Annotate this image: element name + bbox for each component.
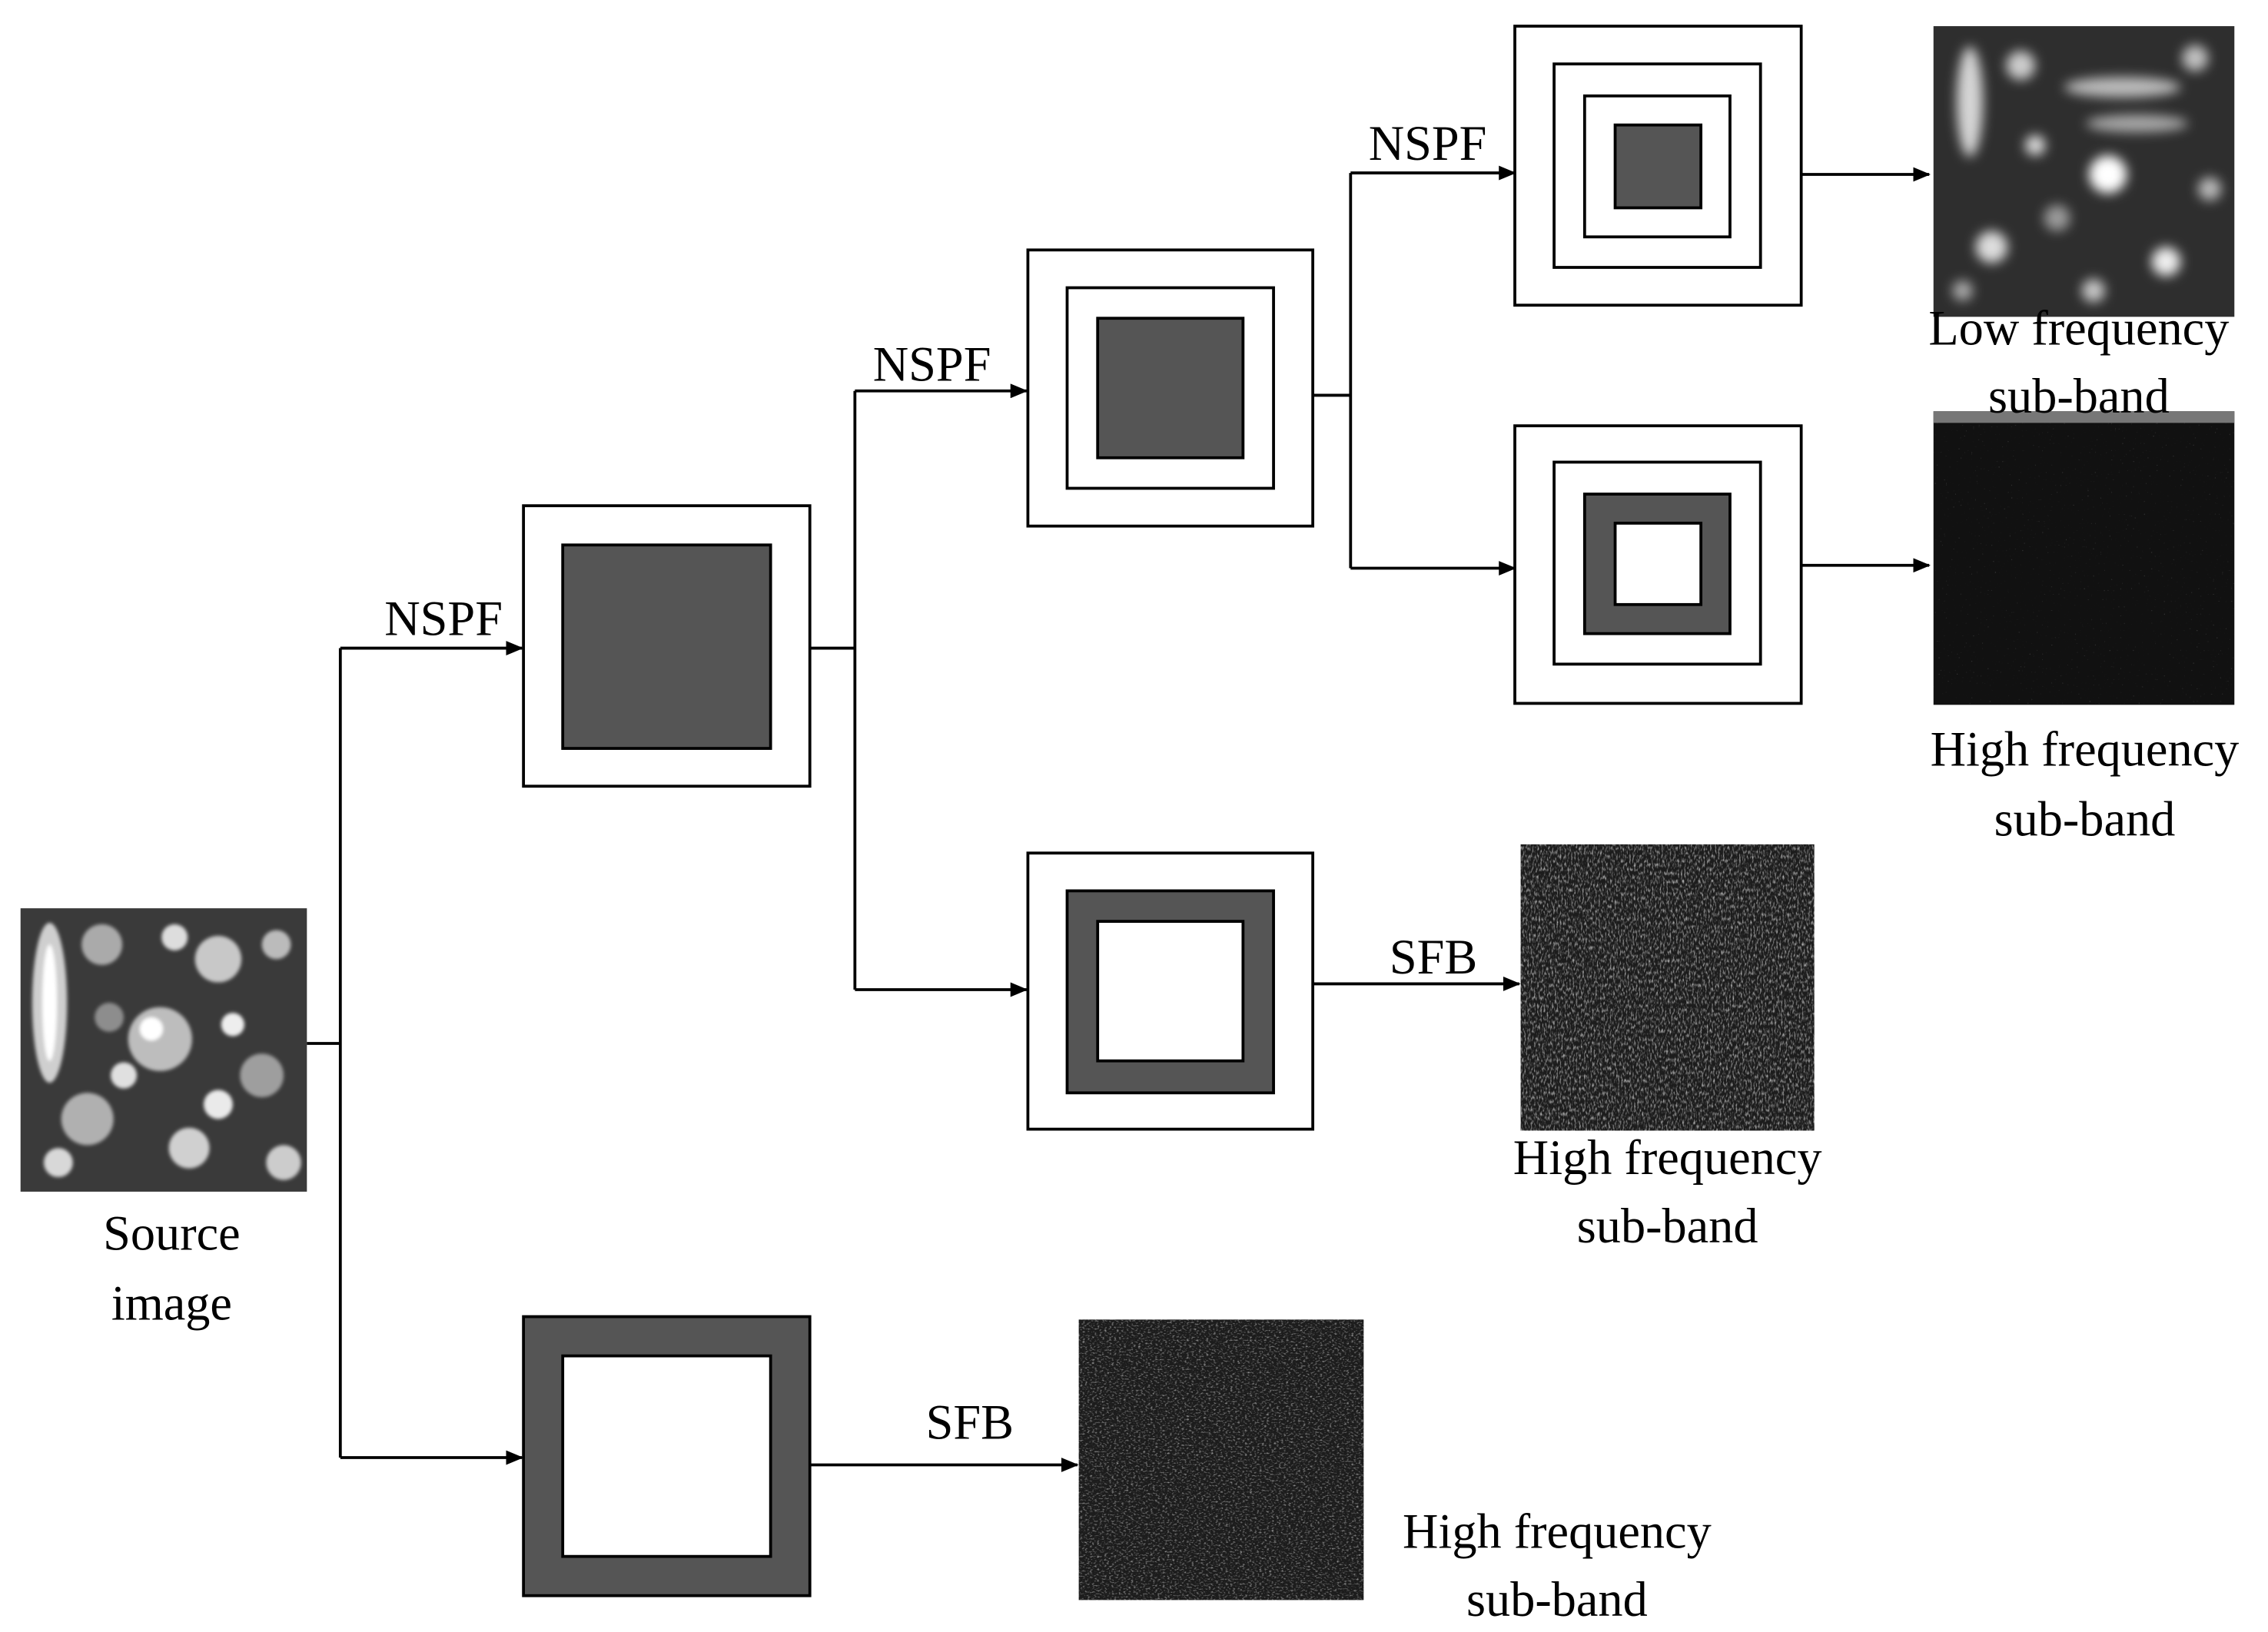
edge-label-nspf-level3: NSPF — [1369, 116, 1487, 171]
output-label-low-level3-line2: sub-band — [1988, 369, 2170, 423]
edge-label-sfb-level1: SFB — [926, 1395, 1014, 1449]
highpass-band-level3 — [1513, 424, 1803, 705]
source-label-line1: Source — [103, 1206, 241, 1261]
output-label-high-level2-line1: High frequency — [1513, 1130, 1822, 1185]
highpass-band-level2 — [1026, 851, 1315, 1131]
high-frequency-subband-image-level3 — [1933, 411, 2235, 705]
highpass-band-level1 — [522, 1315, 812, 1597]
output-label-high-level1-line1: High frequency — [1403, 1504, 1712, 1558]
output-label-high-level1-line2: sub-band — [1466, 1572, 1648, 1627]
edge-label-nspf-level1: NSPF — [384, 592, 503, 646]
output-label-low-level3-line1: Low frequency — [1928, 300, 2229, 355]
edge-label-nspf-level2: NSPF — [873, 337, 991, 392]
lowpass-band-level1 — [522, 504, 812, 788]
edge-label-sfb-level2: SFB — [1390, 930, 1477, 984]
source-image — [20, 908, 307, 1192]
lowpass-band-level3 — [1513, 25, 1803, 307]
output-label-high-level3-line2: sub-band — [1994, 792, 2176, 847]
lowpass-band-level2 — [1026, 248, 1315, 528]
high-frequency-subband-image-level2 — [1520, 844, 1815, 1131]
output-label-high-level2-line2: sub-band — [1577, 1199, 1758, 1253]
output-label-high-level3-line1: High frequency — [1931, 722, 2240, 777]
high-frequency-subband-image-level1 — [1078, 1319, 1364, 1600]
low-frequency-subband-image — [1933, 26, 2235, 317]
source-label-line2: image — [111, 1275, 232, 1330]
connectors — [307, 165, 1931, 1472]
